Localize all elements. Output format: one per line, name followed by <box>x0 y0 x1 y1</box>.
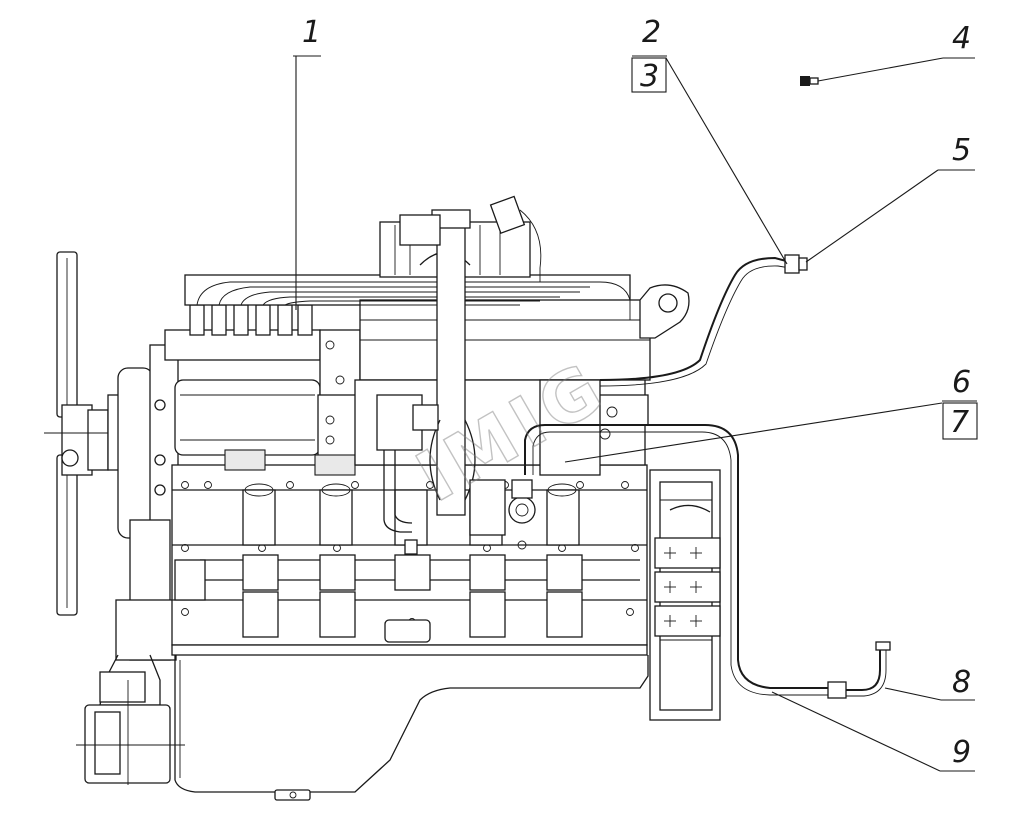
fitting-part-4 <box>800 76 819 86</box>
fuel-injector-lines <box>196 209 631 320</box>
oil-filter-bracket <box>376 394 439 555</box>
callout-label-1: 1 <box>302 15 321 50</box>
fuel-hose-lower <box>524 424 891 699</box>
callout-label-5: 5 <box>952 133 971 168</box>
front-gear-cover <box>107 344 179 661</box>
oil-pan <box>174 655 649 801</box>
callout-5: 5 <box>805 133 975 263</box>
cooling-fan <box>44 251 200 616</box>
callout-9: 9 <box>771 691 975 772</box>
flywheel-housing <box>649 469 721 721</box>
callout-label-8: 8 <box>952 665 971 700</box>
callout-label-4: 4 <box>952 21 971 56</box>
callout-8: 8 <box>884 665 975 701</box>
callout-label-3: 3 <box>640 59 659 94</box>
cylinder-head <box>184 195 690 476</box>
callout-label-9: 9 <box>952 735 971 770</box>
callout-label-2: 2 <box>642 15 661 50</box>
engine-block <box>171 464 648 656</box>
callout-label-6: 6 <box>952 365 971 400</box>
fuel-injection-pump <box>164 304 364 476</box>
callout-6-7: 6 7 <box>564 365 978 463</box>
fuel-hose-upper <box>599 254 808 387</box>
callout-2-3: 2 3 <box>631 15 788 265</box>
callout-4: 4 <box>817 21 975 82</box>
intake-pipe <box>399 209 536 550</box>
callout-label-7: 7 <box>950 405 969 440</box>
front-mount <box>76 654 185 785</box>
callout-1: 1 <box>293 15 321 310</box>
